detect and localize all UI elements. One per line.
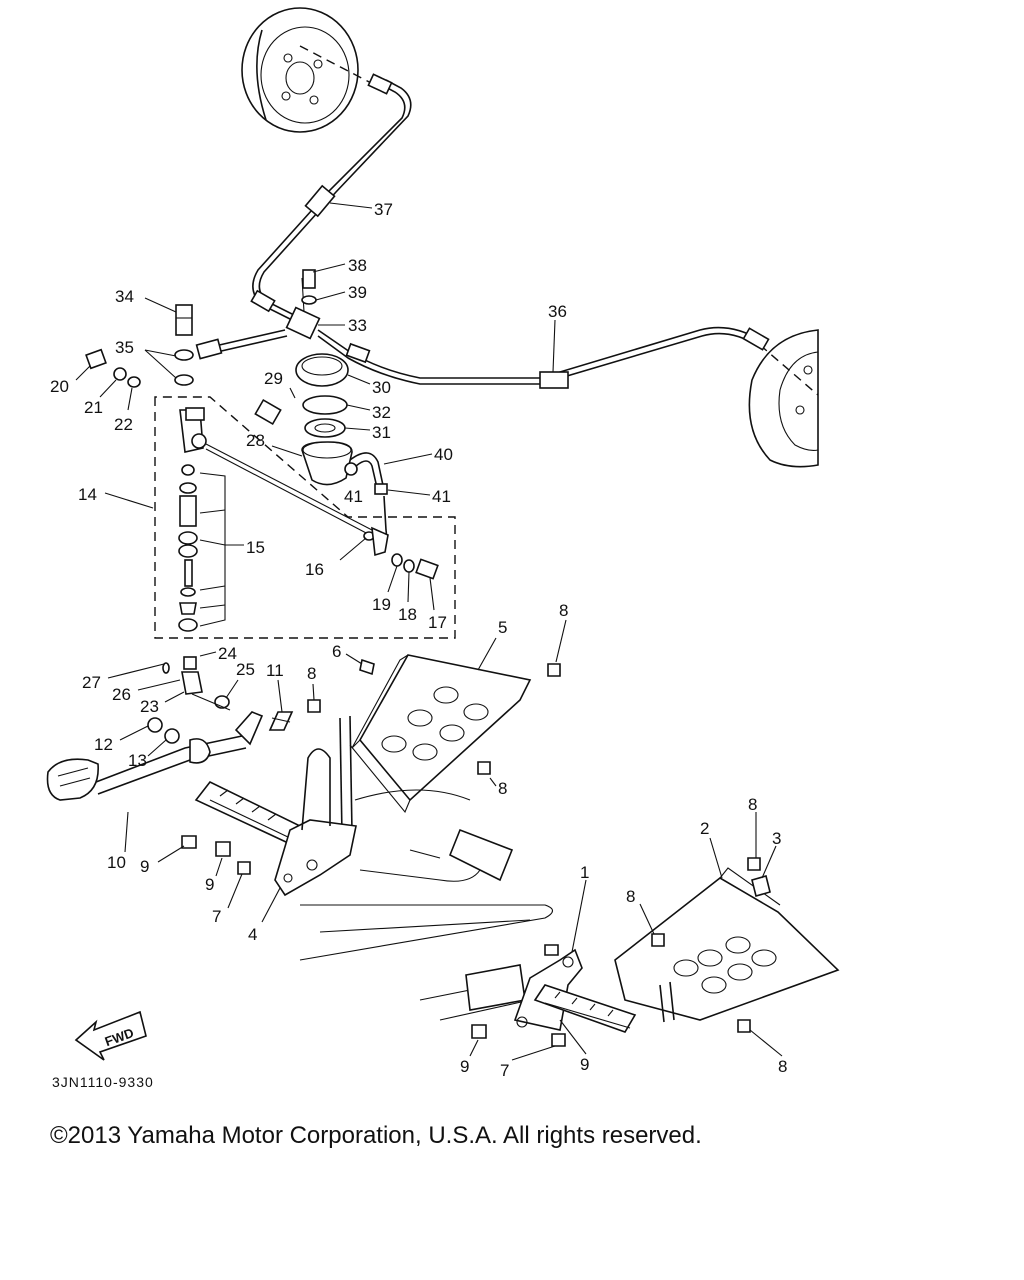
master-cylinder-assembly-14 xyxy=(154,396,456,639)
brake-pedal-10 xyxy=(46,711,264,801)
union-bolt-34 xyxy=(174,304,194,386)
joint-33 xyxy=(285,277,321,340)
right-footrest-bracket-1 xyxy=(471,944,637,1047)
callout-15: 15 xyxy=(246,538,265,557)
callout-34: 34 xyxy=(115,287,134,306)
callout-2: 2 xyxy=(700,819,709,838)
hose-to-master-cylinder xyxy=(214,329,286,347)
callout-11: 11 xyxy=(266,661,284,680)
left-footrest-plate-5 xyxy=(307,654,561,836)
callout-18: 18 xyxy=(398,605,417,624)
callout-17: 17 xyxy=(428,613,447,632)
callout-21: 21 xyxy=(84,398,103,417)
callout-8a: 8 xyxy=(559,601,568,620)
callout-24: 24 xyxy=(218,644,237,663)
callout-32: 32 xyxy=(372,403,391,422)
drawing-code: 3JN1110-9330 xyxy=(52,1074,154,1090)
callout-28: 28 xyxy=(246,431,265,450)
callout-13: 13 xyxy=(128,751,147,770)
callout-8c: 8 xyxy=(498,779,507,798)
callout-8f: 8 xyxy=(778,1057,787,1076)
callout-5: 5 xyxy=(498,618,507,637)
copyright-notice: ©2013 Yamaha Motor Corporation, U.S.A. A… xyxy=(50,1122,702,1149)
callout-40: 40 xyxy=(434,445,453,464)
callout-22: 22 xyxy=(114,415,133,434)
callout-4: 4 xyxy=(248,925,257,944)
callout-29: 29 xyxy=(264,369,283,388)
callout-7a: 7 xyxy=(212,907,221,926)
callout-9d: 9 xyxy=(580,1055,589,1074)
callouts: 37 38 39 33 36 34 35 20 21 22 29 30 32 3… xyxy=(50,200,787,1080)
callout-8e: 8 xyxy=(626,887,635,906)
reservoir-tank xyxy=(254,353,353,486)
callout-41b: 41 xyxy=(432,487,451,506)
callout-35: 35 xyxy=(115,338,134,357)
frame-outline xyxy=(299,789,554,1021)
brake-pedal-footrest-diagram: 37 38 39 33 36 34 35 20 21 22 29 30 32 3… xyxy=(46,7,840,1090)
front-brake-drum xyxy=(748,329,819,468)
callout-26: 26 xyxy=(112,685,131,704)
brake-hose-36 xyxy=(317,326,770,389)
fwd-arrow-icon: FWD xyxy=(74,1010,147,1061)
callout-9b: 9 xyxy=(205,875,214,894)
callout-41a: 41 xyxy=(344,487,363,506)
callout-39: 39 xyxy=(348,283,367,302)
callout-37: 37 xyxy=(374,200,393,219)
callout-1: 1 xyxy=(580,863,589,882)
bolt-38 xyxy=(301,269,317,305)
callout-12: 12 xyxy=(94,735,113,754)
callout-31: 31 xyxy=(372,423,391,442)
callout-16: 16 xyxy=(305,560,324,579)
right-footrest-plate-2 xyxy=(614,857,840,1033)
callout-36: 36 xyxy=(548,302,567,321)
callout-9c: 9 xyxy=(460,1057,469,1076)
push-rod-clevis xyxy=(162,656,294,731)
callout-23: 23 xyxy=(140,697,159,716)
callout-8b: 8 xyxy=(307,664,316,683)
callout-9a: 9 xyxy=(140,857,149,876)
callout-27: 27 xyxy=(82,673,101,692)
callout-33: 33 xyxy=(348,316,367,335)
callout-10: 10 xyxy=(107,853,126,872)
callout-8d: 8 xyxy=(748,795,757,814)
callout-38: 38 xyxy=(348,256,367,275)
callout-3: 3 xyxy=(772,829,781,848)
bolt-20 xyxy=(85,348,141,388)
callout-7b: 7 xyxy=(500,1061,509,1080)
left-footrest-bracket-4 xyxy=(181,748,357,897)
callout-19: 19 xyxy=(372,595,391,614)
callout-25: 25 xyxy=(236,660,255,679)
brake-hose-37 xyxy=(250,73,412,323)
callout-20: 20 xyxy=(50,377,69,396)
callout-30: 30 xyxy=(372,378,391,397)
callout-14: 14 xyxy=(78,485,97,504)
rear-brake-drum xyxy=(241,7,376,133)
callout-6: 6 xyxy=(332,642,341,661)
